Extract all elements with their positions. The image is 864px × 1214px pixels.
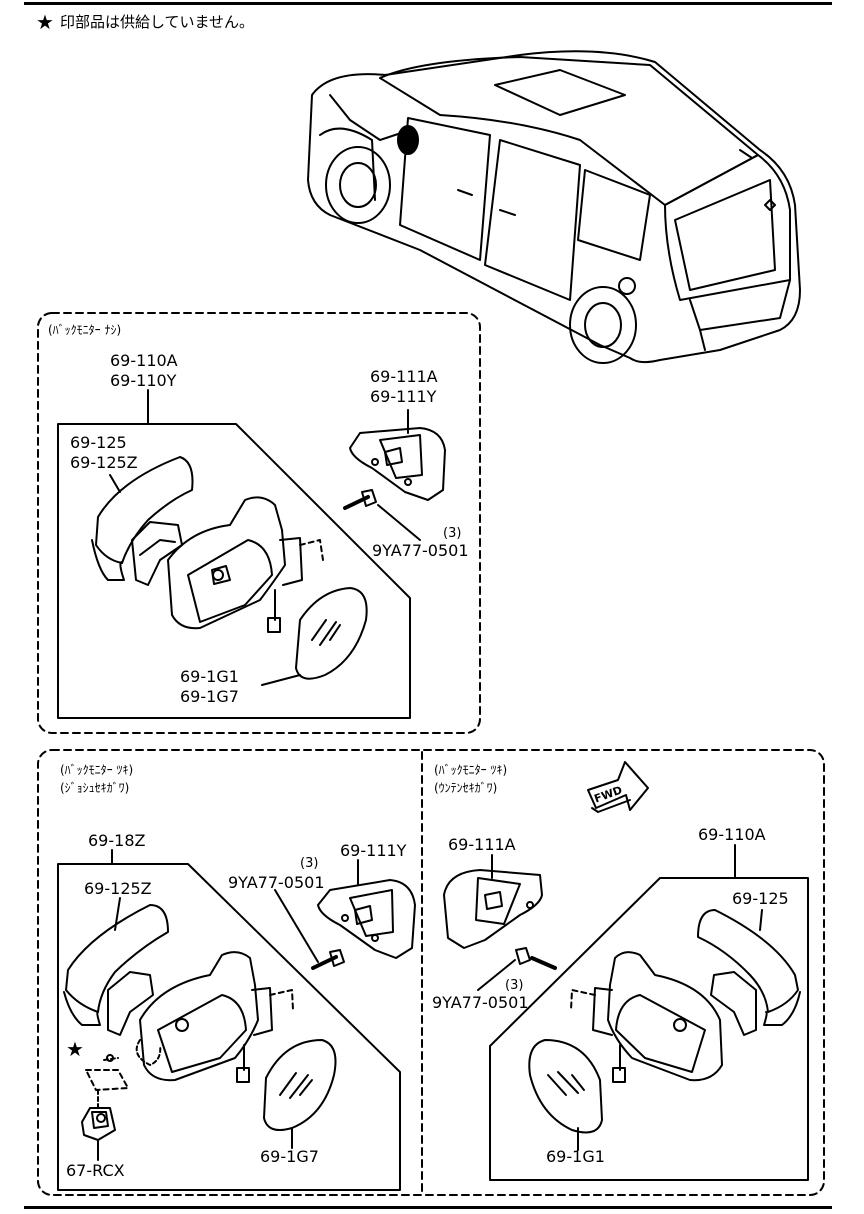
assembly-outline-b (57, 863, 401, 1191)
mirror-housing-a (167, 496, 324, 633)
top-rule (24, 2, 832, 5)
part-label: 9YA77-0501 (228, 873, 325, 892)
assembly-outline-a (57, 423, 411, 719)
part-label: 9YA77-0501 (372, 541, 469, 560)
part-label: 69-125 (70, 433, 127, 452)
monitor-frame (37, 749, 825, 1196)
not-supplied-star-icon: ★ (66, 1037, 84, 1061)
mirror-cap-a (349, 427, 446, 501)
part-label: 69-111A (370, 367, 438, 386)
part-label: 9YA77-0501 (432, 993, 529, 1012)
quantity-label: (3) (300, 856, 319, 871)
mirror-housing-c (570, 951, 723, 1083)
mirror-glass-c (528, 1039, 603, 1134)
quantity-label: (3) (443, 526, 462, 541)
mirror-glass-a (295, 587, 368, 680)
leader-lines-b (97, 849, 359, 1161)
section-title-monitor-passenger-2: (ｼﾞｮｼｭｾｷｶﾞﾜ) (60, 781, 130, 795)
part-label: 69-111Y (340, 841, 407, 860)
bolt-a (343, 489, 377, 510)
mirror-housing-b (135, 951, 294, 1083)
leader-lines-a (109, 389, 421, 686)
bottom-rule (24, 1206, 832, 1209)
part-label: 69-1G7 (180, 687, 239, 706)
assembly-outline-c (489, 877, 809, 1181)
star-icon: ★ (36, 10, 54, 34)
part-label: 69-18Z (88, 831, 146, 850)
section-title-monitor-driver-1: (ﾊﾞｯｸﾓﾆﾀｰ ﾂｷ) (434, 763, 508, 777)
bolt-c (515, 947, 557, 970)
camera-b (81, 1054, 129, 1141)
part-label: 69-125Z (70, 453, 138, 472)
part-label: 69-110A (110, 351, 178, 370)
quantity-label: (3) (505, 978, 524, 993)
part-label: 69-111A (448, 835, 516, 854)
section-title-no-monitor: (ﾊﾞｯｸﾓﾆﾀｰ ﾅｼ) (48, 323, 122, 337)
section-title-monitor-passenger-1: (ﾊﾞｯｸﾓﾆﾀｰ ﾂｷ) (60, 763, 134, 777)
bolt-b (311, 949, 345, 970)
part-label: 69-110Y (110, 371, 177, 390)
mirror-cover-b (63, 904, 169, 1036)
part-label: 69-125Z (84, 879, 152, 898)
no-monitor-frame (37, 312, 481, 734)
mirror-cap-c (443, 869, 543, 949)
mirror-cap-b (317, 879, 416, 959)
part-label: 67-RCX (66, 1161, 125, 1180)
not-supplied-note: ★ 印部品は供給していません。 (36, 10, 254, 34)
mirror-cover-c (697, 909, 801, 1036)
mirror-cover-a (91, 456, 194, 586)
part-label: 69-1G7 (260, 1147, 319, 1166)
part-label: 69-111Y (370, 387, 437, 406)
vehicle-illustration (307, 50, 801, 364)
part-label: 69-125 (732, 889, 789, 908)
leader-lines-c (477, 844, 763, 1151)
note-text: 印部品は供給していません。 (59, 13, 255, 31)
part-label: 69-1G1 (546, 1147, 605, 1166)
mirror-glass-b (263, 1039, 337, 1131)
section-title-monitor-driver-2: (ｳﾝﾃﾝｾｷｶﾞﾜ) (434, 781, 498, 795)
part-label: 69-1G1 (180, 667, 239, 686)
forward-direction-arrow (587, 761, 649, 813)
part-label: 69-110A (698, 825, 766, 844)
